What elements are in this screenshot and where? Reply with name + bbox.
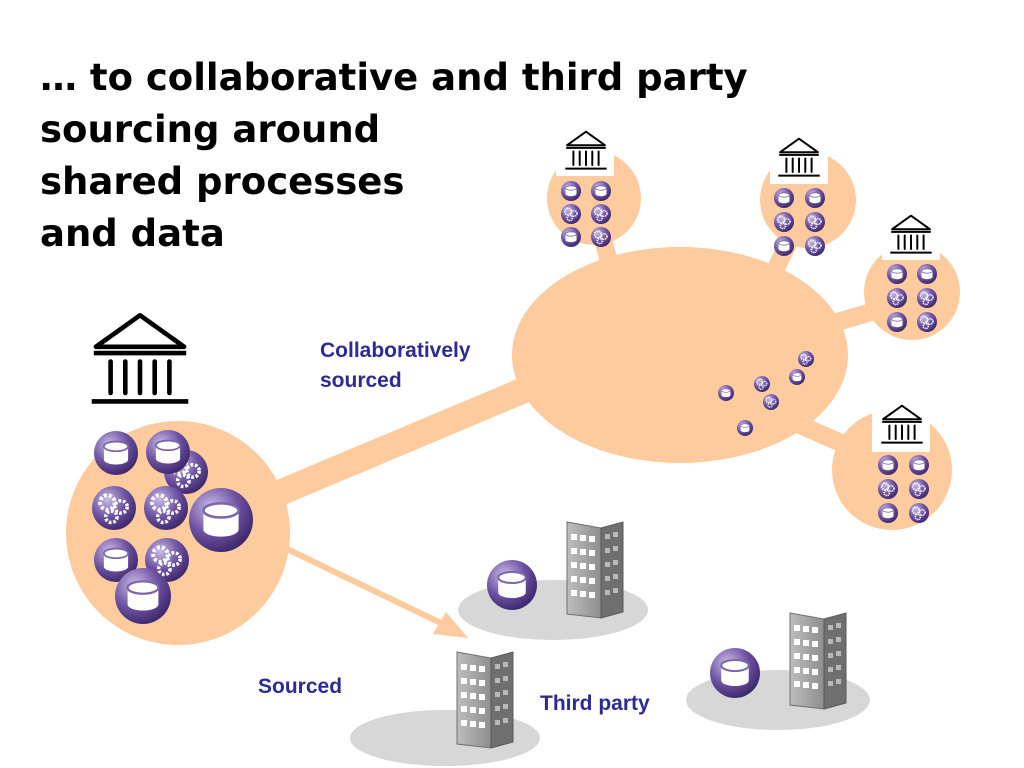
sourced-arrow-head — [433, 612, 468, 638]
gears-icon — [753, 375, 771, 393]
gears-icon — [804, 235, 826, 257]
database-icon — [486, 559, 538, 611]
database-icon — [886, 263, 908, 285]
gears-icon — [877, 478, 899, 500]
gears-icon — [908, 502, 930, 524]
gears-icon — [142, 484, 190, 532]
institution-icon — [92, 315, 189, 401]
database-icon — [560, 226, 582, 248]
database-icon — [113, 566, 173, 626]
gears-icon — [773, 211, 795, 233]
gears-icon — [804, 211, 826, 233]
office-building-icon — [789, 612, 847, 710]
sourced-arrow-shaft — [283, 545, 447, 628]
main-organisation — [66, 315, 290, 645]
supplier-bottom — [350, 651, 540, 766]
database-icon — [908, 454, 930, 476]
database-icon — [590, 180, 612, 202]
database-icon — [886, 311, 908, 333]
gears-icon — [90, 484, 138, 532]
title-line-2: sourcing around — [40, 108, 381, 151]
database-icon — [877, 502, 899, 524]
gears-icon — [560, 203, 582, 225]
gears-icon — [908, 478, 930, 500]
gears-icon — [797, 350, 815, 368]
gears-icon — [886, 287, 908, 309]
title-line-1: … to collaborative and third party — [40, 56, 748, 99]
peer-node-4 — [832, 400, 952, 530]
database-icon — [804, 187, 826, 209]
gears-icon — [762, 393, 780, 411]
database-icon — [93, 430, 139, 476]
database-icon — [717, 384, 735, 402]
office-building-icon — [566, 521, 624, 619]
database-icon — [877, 454, 899, 476]
title-line-4: and data — [40, 212, 225, 255]
database-icon — [145, 429, 191, 475]
slide-title: … to collaborative and third party sourc… — [40, 52, 748, 260]
label-third-party: Third party — [540, 692, 650, 715]
gears-icon — [590, 203, 612, 225]
gears-icon — [916, 311, 938, 333]
supplier-right — [686, 612, 870, 730]
label-sourced: Sourced — [258, 675, 343, 698]
database-icon — [709, 647, 761, 699]
peer-node-3 — [864, 208, 960, 340]
gears-icon — [590, 226, 612, 248]
office-building-icon — [456, 651, 514, 749]
database-icon — [773, 235, 795, 257]
supplier-top — [458, 521, 648, 640]
collaborative-hub — [512, 247, 848, 463]
label-collab-line-1: Collaboratively — [320, 339, 471, 362]
label-collaboratively-sourced: Collaboratively sourced — [320, 336, 471, 396]
database-icon — [773, 187, 795, 209]
peer-node-1 — [547, 126, 641, 248]
database-icon — [560, 180, 582, 202]
database-icon — [187, 486, 255, 554]
database-icon — [916, 263, 938, 285]
database-icon — [788, 368, 806, 386]
link-main-to-hub — [264, 363, 566, 509]
peer-node-2 — [760, 132, 856, 257]
database-icon — [736, 419, 754, 437]
title-line-3: shared processes — [40, 160, 405, 203]
label-collab-line-2: sourced — [320, 369, 402, 392]
gears-icon — [916, 287, 938, 309]
